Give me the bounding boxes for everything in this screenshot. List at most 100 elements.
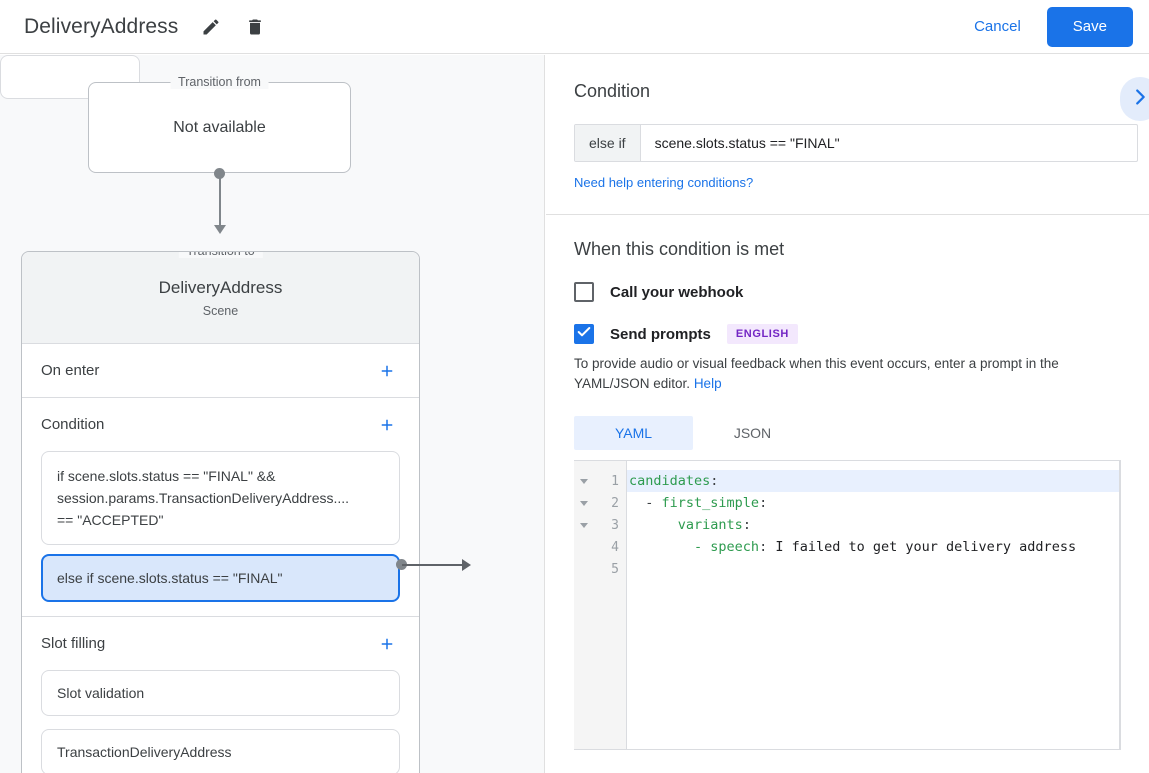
line-number: 3 <box>611 517 619 533</box>
scene-graph-panel: Transition from Not available Transition… <box>0 55 545 773</box>
send-prompts-checkbox[interactable] <box>574 324 594 344</box>
tab-json[interactable]: JSON <box>733 425 772 441</box>
check-icon <box>576 324 592 345</box>
line-number: 1 <box>611 473 619 489</box>
section-slot-filling-title: Slot filling <box>41 635 106 652</box>
fold-toggle-icon[interactable] <box>580 500 588 506</box>
condition-expression-input[interactable]: scene.slots.status == "FINAL" <box>654 135 840 151</box>
gutter-row: 3 <box>574 514 626 536</box>
call-webhook-label: Call your webhook <box>610 283 744 301</box>
slot-card[interactable]: Slot validation <box>41 670 400 716</box>
delete-button[interactable] <box>238 10 272 44</box>
code-indent <box>629 517 678 533</box>
transition-to-node: Transition to DeliveryAddress Scene On e… <box>21 251 420 773</box>
page-title: DeliveryAddress <box>24 14 179 38</box>
chevron-right-icon <box>1129 86 1149 113</box>
editor-gutter: 1 2 3 4 5 <box>574 461 627 749</box>
slot-card[interactable]: TransactionDeliveryAddress <box>41 729 400 773</box>
condition-card-line: if scene.slots.status == "FINAL" && <box>57 468 276 484</box>
editor-code-area[interactable]: candidates: - first_simple: variants: - … <box>627 461 1120 749</box>
connector-arrow-down <box>214 225 226 234</box>
save-button[interactable]: Save <box>1046 6 1133 47</box>
editor-scrollbar[interactable] <box>1119 461 1120 749</box>
connector-arrow-right <box>462 558 471 571</box>
expand-panel-button[interactable] <box>1120 77 1149 121</box>
transition-from-title: Not available <box>173 118 266 136</box>
code-line: variants: <box>627 514 1120 536</box>
condition-edit-section: Condition else if scene.slots.status == … <box>546 55 1149 215</box>
topbar-actions: Cancel Save <box>960 6 1149 47</box>
call-webhook-checkbox[interactable] <box>574 282 594 302</box>
condition-heading: Condition <box>574 81 651 101</box>
code-key: candidates <box>629 473 711 489</box>
condition-input-row: else if scene.slots.status == "FINAL" <box>574 124 1138 162</box>
add-slot-button[interactable] <box>374 631 400 657</box>
tab-yaml[interactable]: YAML <box>574 416 693 450</box>
code-key: first_simple <box>661 495 760 511</box>
yaml-editor[interactable]: 1 2 3 4 5 candidates: - <box>574 460 1121 750</box>
code-indent <box>629 539 694 555</box>
section-on-enter-title: On enter <box>41 362 100 379</box>
transition-to-legend: Transition to <box>178 252 263 258</box>
gutter-row: 4 <box>574 536 626 558</box>
plus-icon <box>378 416 396 434</box>
section-condition: Condition if scene.slots.status == "FINA… <box>22 398 419 617</box>
code-dash: - <box>694 539 711 555</box>
section-condition-title: Condition <box>41 416 105 433</box>
connector-dot-right <box>396 559 407 570</box>
section-on-enter: On enter <box>22 344 419 398</box>
edit-button[interactable] <box>194 10 228 44</box>
line-number: 2 <box>611 495 619 511</box>
transition-from-node[interactable]: Transition from Not available <box>88 75 351 173</box>
code-key: speech <box>710 539 760 555</box>
condition-card-line: else if scene.slots.status == "FINAL" <box>57 570 283 586</box>
plus-icon <box>378 635 396 653</box>
fold-toggle-icon[interactable] <box>580 478 588 484</box>
gutter-row: 2 <box>574 492 626 514</box>
editor-format-tabs: YAML JSON <box>574 416 1121 450</box>
condition-card-line: session.params.TransactionDeliveryAddres… <box>57 490 350 506</box>
code-line: candidates: <box>627 470 1120 492</box>
code-line: - speech: I failed to get your delivery … <box>627 536 1120 558</box>
send-prompts-row[interactable]: Send prompts ENGLISH <box>574 324 1121 344</box>
prompts-description-text: To provide audio or visual feedback when… <box>574 356 1059 391</box>
scene-header[interactable]: DeliveryAddress Scene <box>22 252 419 344</box>
code-indent <box>629 495 645 511</box>
code-dash: - <box>645 495 662 511</box>
code-value: I failed to get your delivery address <box>767 539 1077 555</box>
language-badge: ENGLISH <box>726 324 798 344</box>
trash-icon <box>245 17 265 37</box>
webhook-row[interactable]: Call your webhook <box>574 282 1121 302</box>
code-line: - first_simple: <box>627 492 1120 514</box>
section-condition-header: Condition <box>41 398 400 451</box>
condition-card[interactable]: if scene.slots.status == "FINAL" && sess… <box>41 451 400 545</box>
connector-line-vertical <box>219 173 221 227</box>
line-number: 4 <box>611 539 619 555</box>
top-app-bar: DeliveryAddress Cancel Save <box>0 0 1149 54</box>
cancel-button[interactable]: Cancel <box>960 9 1035 44</box>
condition-met-section: When this condition is met Call your web… <box>546 215 1149 772</box>
send-prompts-label: Send prompts <box>610 325 711 343</box>
code-key: variants <box>677 517 743 533</box>
plus-icon <box>378 362 396 380</box>
fold-toggle-icon[interactable] <box>580 522 588 528</box>
help-link[interactable]: Help <box>693 376 722 391</box>
add-condition-button[interactable] <box>374 412 400 438</box>
condition-details-panel: Condition else if scene.slots.status == … <box>546 55 1149 773</box>
section-slot-filling-header: Slot filling <box>41 617 400 670</box>
condition-met-heading: When this condition is met <box>574 239 785 259</box>
add-on-enter-button[interactable] <box>374 358 400 384</box>
connector-line-horizontal <box>402 564 464 566</box>
pencil-icon <box>201 17 221 37</box>
condition-help-link[interactable]: Need help entering conditions? <box>574 175 754 190</box>
condition-card-line: == "ACCEPTED" <box>57 512 164 528</box>
line-number: 5 <box>611 561 619 577</box>
gutter-row: 5 <box>574 558 626 580</box>
section-on-enter-header: On enter <box>41 344 400 397</box>
scene-subtitle: Scene <box>202 303 239 318</box>
transition-from-legend: Transition from <box>170 75 269 89</box>
section-slot-filling: Slot filling Slot validation Transaction… <box>22 617 419 773</box>
prompts-description: To provide audio or visual feedback when… <box>574 354 1121 394</box>
condition-card-selected[interactable]: else if scene.slots.status == "FINAL" <box>41 554 400 602</box>
scene-name: DeliveryAddress <box>158 277 283 297</box>
